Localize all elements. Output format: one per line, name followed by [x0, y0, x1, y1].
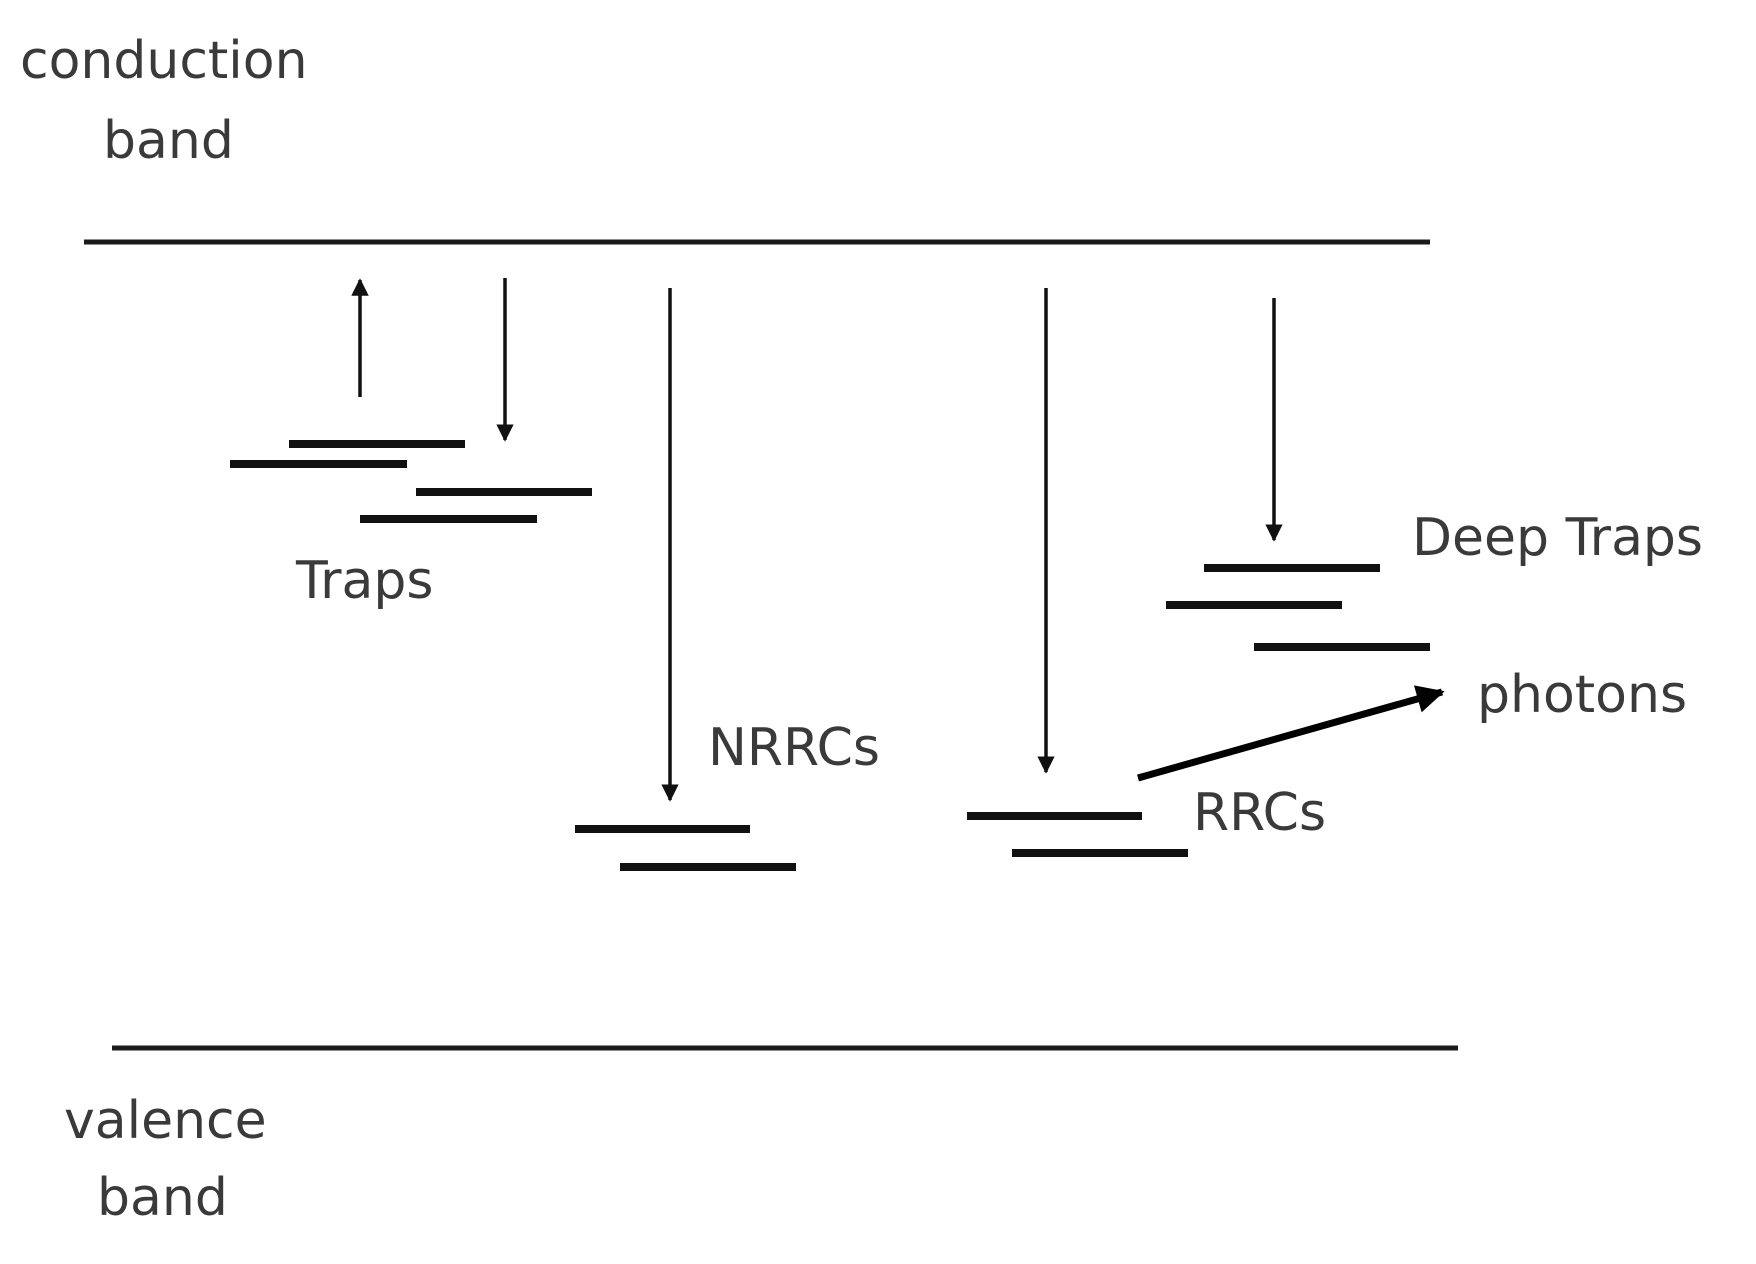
photon-emission-arrow	[1137, 685, 1445, 782]
conduction-band-label-line2: band	[103, 111, 234, 171]
nrrcs-label: NRRCs	[708, 718, 880, 778]
conduction-band-label-line1: conduction	[20, 31, 308, 91]
traps-label: Traps	[295, 551, 433, 611]
valence-band-label-line2: band	[97, 1168, 228, 1228]
valence-band-label-line1: valence	[64, 1091, 267, 1151]
rrcs-label: RRCs	[1193, 783, 1326, 843]
deep-traps-label: Deep Traps	[1412, 508, 1703, 568]
photons-label: photons	[1477, 665, 1687, 725]
